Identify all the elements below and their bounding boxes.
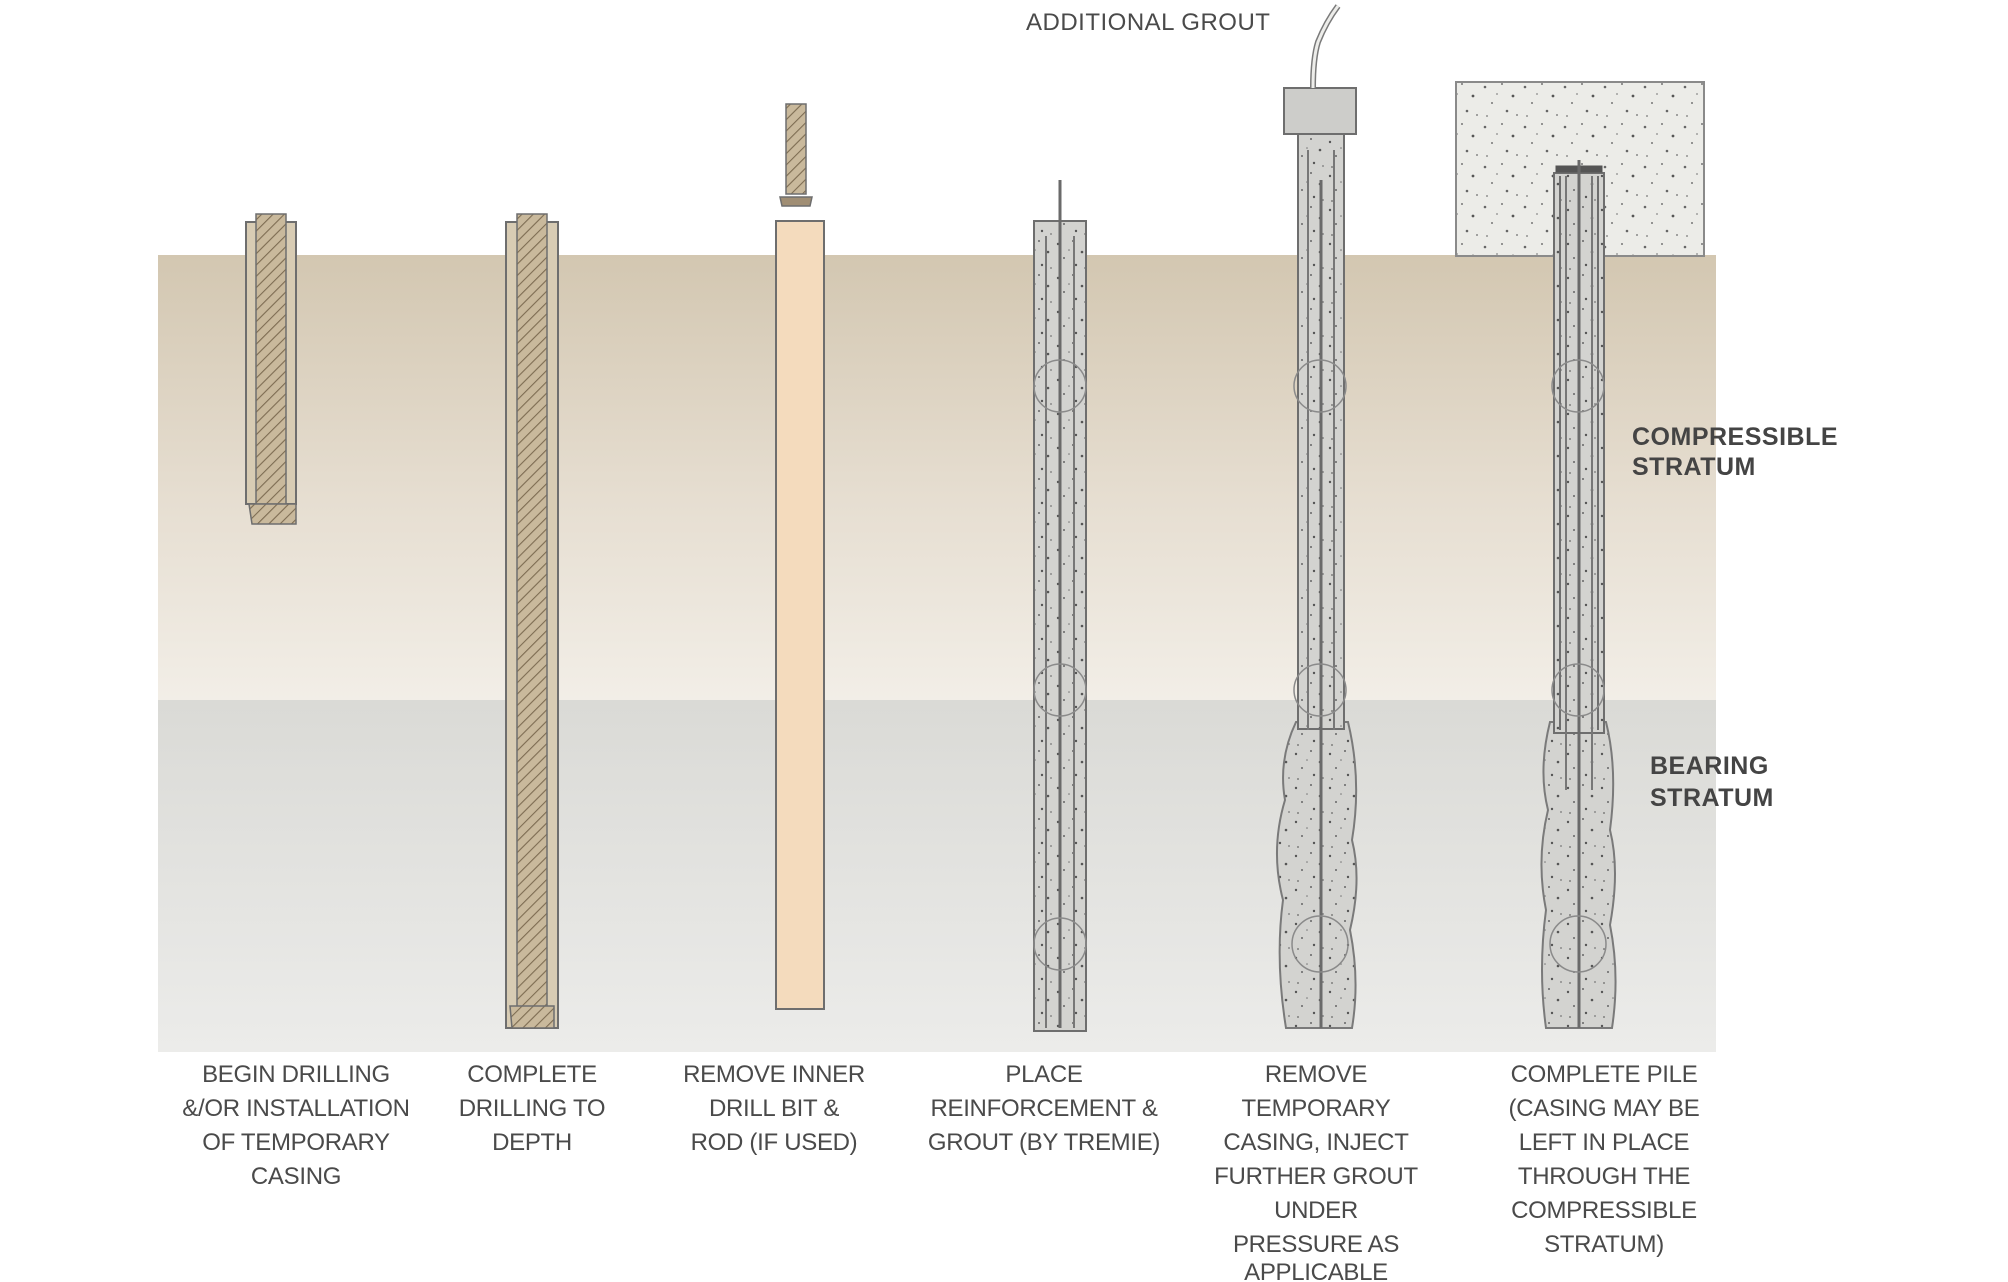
step-6-caption-line-5: COMPRESSIBLE [1511,1197,1697,1224]
step-1-caption: BEGIN DRILLING &/OR INSTALLATION OF TEMP… [182,1061,410,1190]
pile-step-3 [775,103,825,1010]
pile-step-4 [1033,180,1087,1032]
step-2-caption: COMPLETE DRILLING TO DEPTH [459,1061,606,1156]
step-6-caption-line-4: THROUGH THE [1518,1163,1690,1190]
step-5-caption-line-4: FURTHER GROUT [1214,1163,1418,1190]
step-1-caption-line-3: OF TEMPORARY [202,1129,390,1156]
additional-grout-label: ADDITIONAL GROUT [1026,9,1270,36]
step-3-caption-line-2: DRILL BIT & [709,1095,839,1122]
step-1-caption-line-1: BEGIN DRILLING [202,1061,390,1088]
step-5-caption-line-2: TEMPORARY [1242,1095,1391,1122]
step-4-caption-line-3: GROUT (BY TREMIE) [928,1129,1160,1156]
step-1-caption-line-2: &/OR INSTALLATION [182,1095,409,1122]
bearing-stratum-label: BEARING STRATUM [1650,752,1774,812]
step-2-caption-line-1: COMPLETE [467,1061,597,1088]
step-6-caption: COMPLETE PILE (CASING MAY BE LEFT IN PLA… [1509,1061,1700,1258]
step-5-caption: REMOVE TEMPORARY CASING, INJECT FURTHER … [1214,1061,1419,1282]
pile-step-2 [505,213,559,1029]
compressible-stratum-layer [158,255,1716,700]
step-3-caption-line-3: ROD (IF USED) [691,1129,858,1156]
step-5-caption-line-3: CASING, INJECT [1223,1129,1409,1156]
pile-step-6 [1455,81,1705,1029]
step-6-caption-line-6: STRATUM) [1544,1231,1664,1258]
step-6-caption-line-3: LEFT IN PLACE [1519,1129,1689,1156]
pile-step-5 [1275,4,1358,1029]
step-5-caption-line-7: APPLICABLE [1244,1259,1388,1282]
bearing-stratum-layer [158,700,1716,1052]
compressible-stratum-label-line-1: COMPRESSIBLE [1632,423,1838,451]
step-1-caption-line-4: CASING [251,1163,341,1190]
step-4-caption-line-1: PLACE [1005,1061,1082,1088]
step-5-caption-line-1: REMOVE [1265,1061,1367,1088]
pile-step-1 [245,213,297,525]
bearing-stratum-label-line-1: BEARING [1650,752,1769,780]
step-4-caption-line-2: REINFORCEMENT & [930,1095,1157,1122]
step-6-caption-line-1: COMPLETE PILE [1511,1061,1698,1088]
step-4-caption: PLACE REINFORCEMENT & GROUT (BY TREMIE) [928,1061,1161,1156]
step-3-caption-line-1: REMOVE INNER [683,1061,865,1088]
step-5-caption-line-6: PRESSURE AS [1233,1231,1399,1258]
compressible-stratum-label-line-2: STRATUM [1632,453,1756,481]
compressible-stratum-label: COMPRESSIBLE STRATUM [1632,423,1838,481]
step-3-caption: REMOVE INNER DRILL BIT & ROD (IF USED) [683,1061,865,1156]
bearing-stratum-label-line-2: STRATUM [1650,784,1774,812]
step-6-caption-line-2: (CASING MAY BE [1509,1095,1700,1122]
step-2-caption-line-3: DEPTH [492,1129,572,1156]
step-2-caption-line-2: DRILLING TO [459,1095,606,1122]
step-5-caption-line-5: UNDER [1274,1197,1358,1224]
